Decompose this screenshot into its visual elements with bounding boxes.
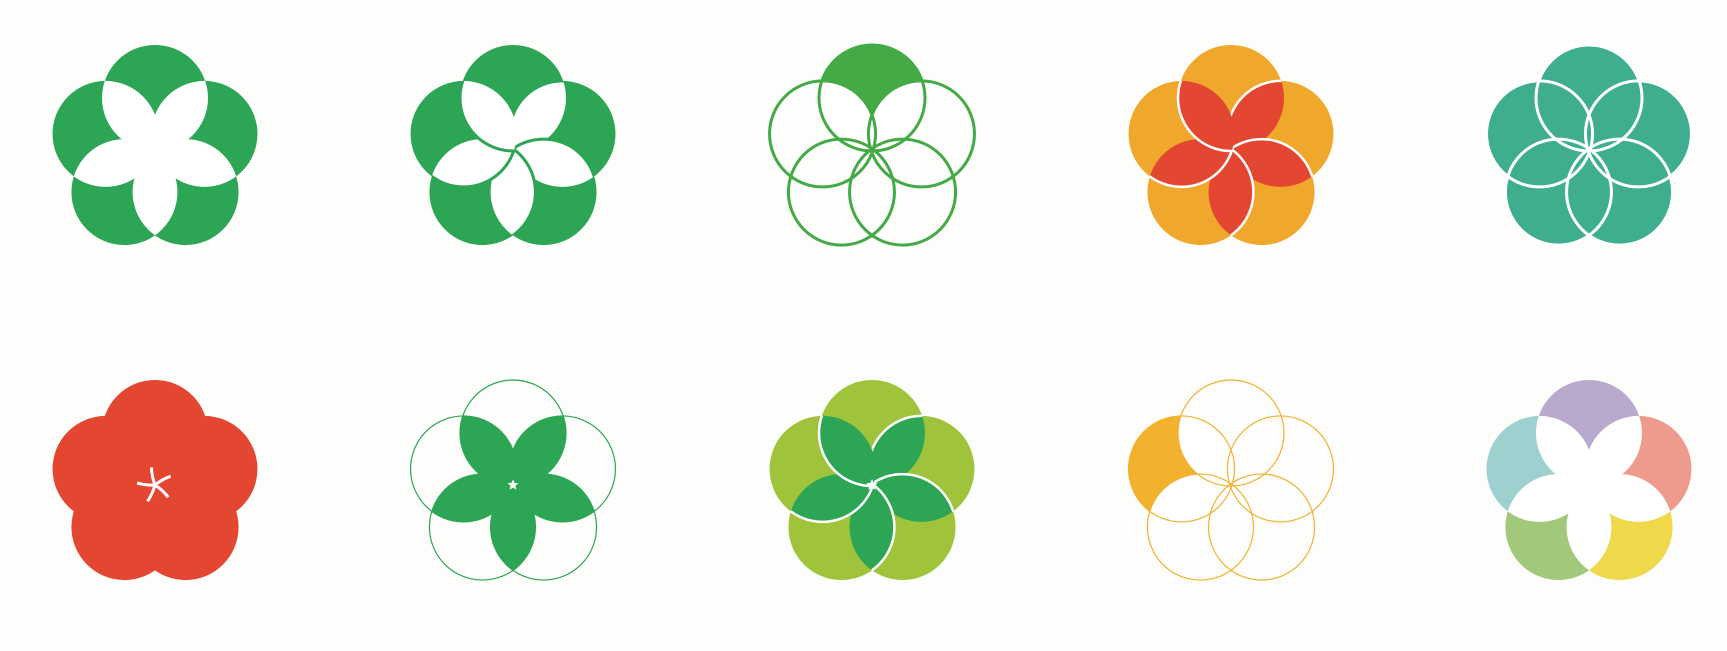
white-petal — [490, 139, 537, 246]
flower-circle — [1486, 80, 1593, 187]
white-ring-line — [1565, 137, 1675, 247]
pinwheel-line — [136, 481, 156, 487]
icon-grid — [52, 43, 1693, 581]
pinwheel-circle — [52, 415, 159, 522]
white-petal-group — [132, 139, 178, 246]
white-ring-line — [1583, 79, 1693, 189]
thin-ring — [1146, 473, 1255, 581]
colored-petal — [849, 474, 896, 581]
green-petal-group — [490, 474, 536, 581]
white-petal — [1566, 474, 1612, 581]
colored-petal-group — [849, 474, 896, 581]
white-petal-group — [490, 139, 537, 246]
multicolor-flower — [1486, 380, 1692, 581]
colored-petal — [1208, 139, 1255, 246]
ring-outline — [866, 79, 976, 189]
ring-outline — [848, 137, 958, 247]
thin-ring — [1207, 473, 1316, 581]
lime-green-flower — [769, 380, 975, 581]
teal-flower — [1485, 43, 1693, 247]
white-petal — [132, 139, 178, 246]
red-pinwheel — [52, 380, 258, 581]
thin-ring — [1177, 379, 1285, 487]
center-star — [505, 476, 521, 492]
orange-red-flower — [1128, 45, 1334, 246]
green-flower-white-petals — [52, 45, 258, 246]
white-petal-group — [1566, 474, 1612, 581]
ring-outline — [786, 137, 896, 247]
green-flower-outlined — [410, 45, 616, 246]
thin-ring — [1127, 415, 1236, 523]
white-ring-line — [1503, 137, 1613, 247]
center-star — [866, 479, 878, 490]
ring-outline — [768, 79, 878, 189]
colored-petal-group — [1208, 139, 1255, 246]
thin-ring — [1226, 415, 1335, 523]
green-petal — [490, 474, 536, 581]
white-ring-line — [1485, 79, 1595, 189]
